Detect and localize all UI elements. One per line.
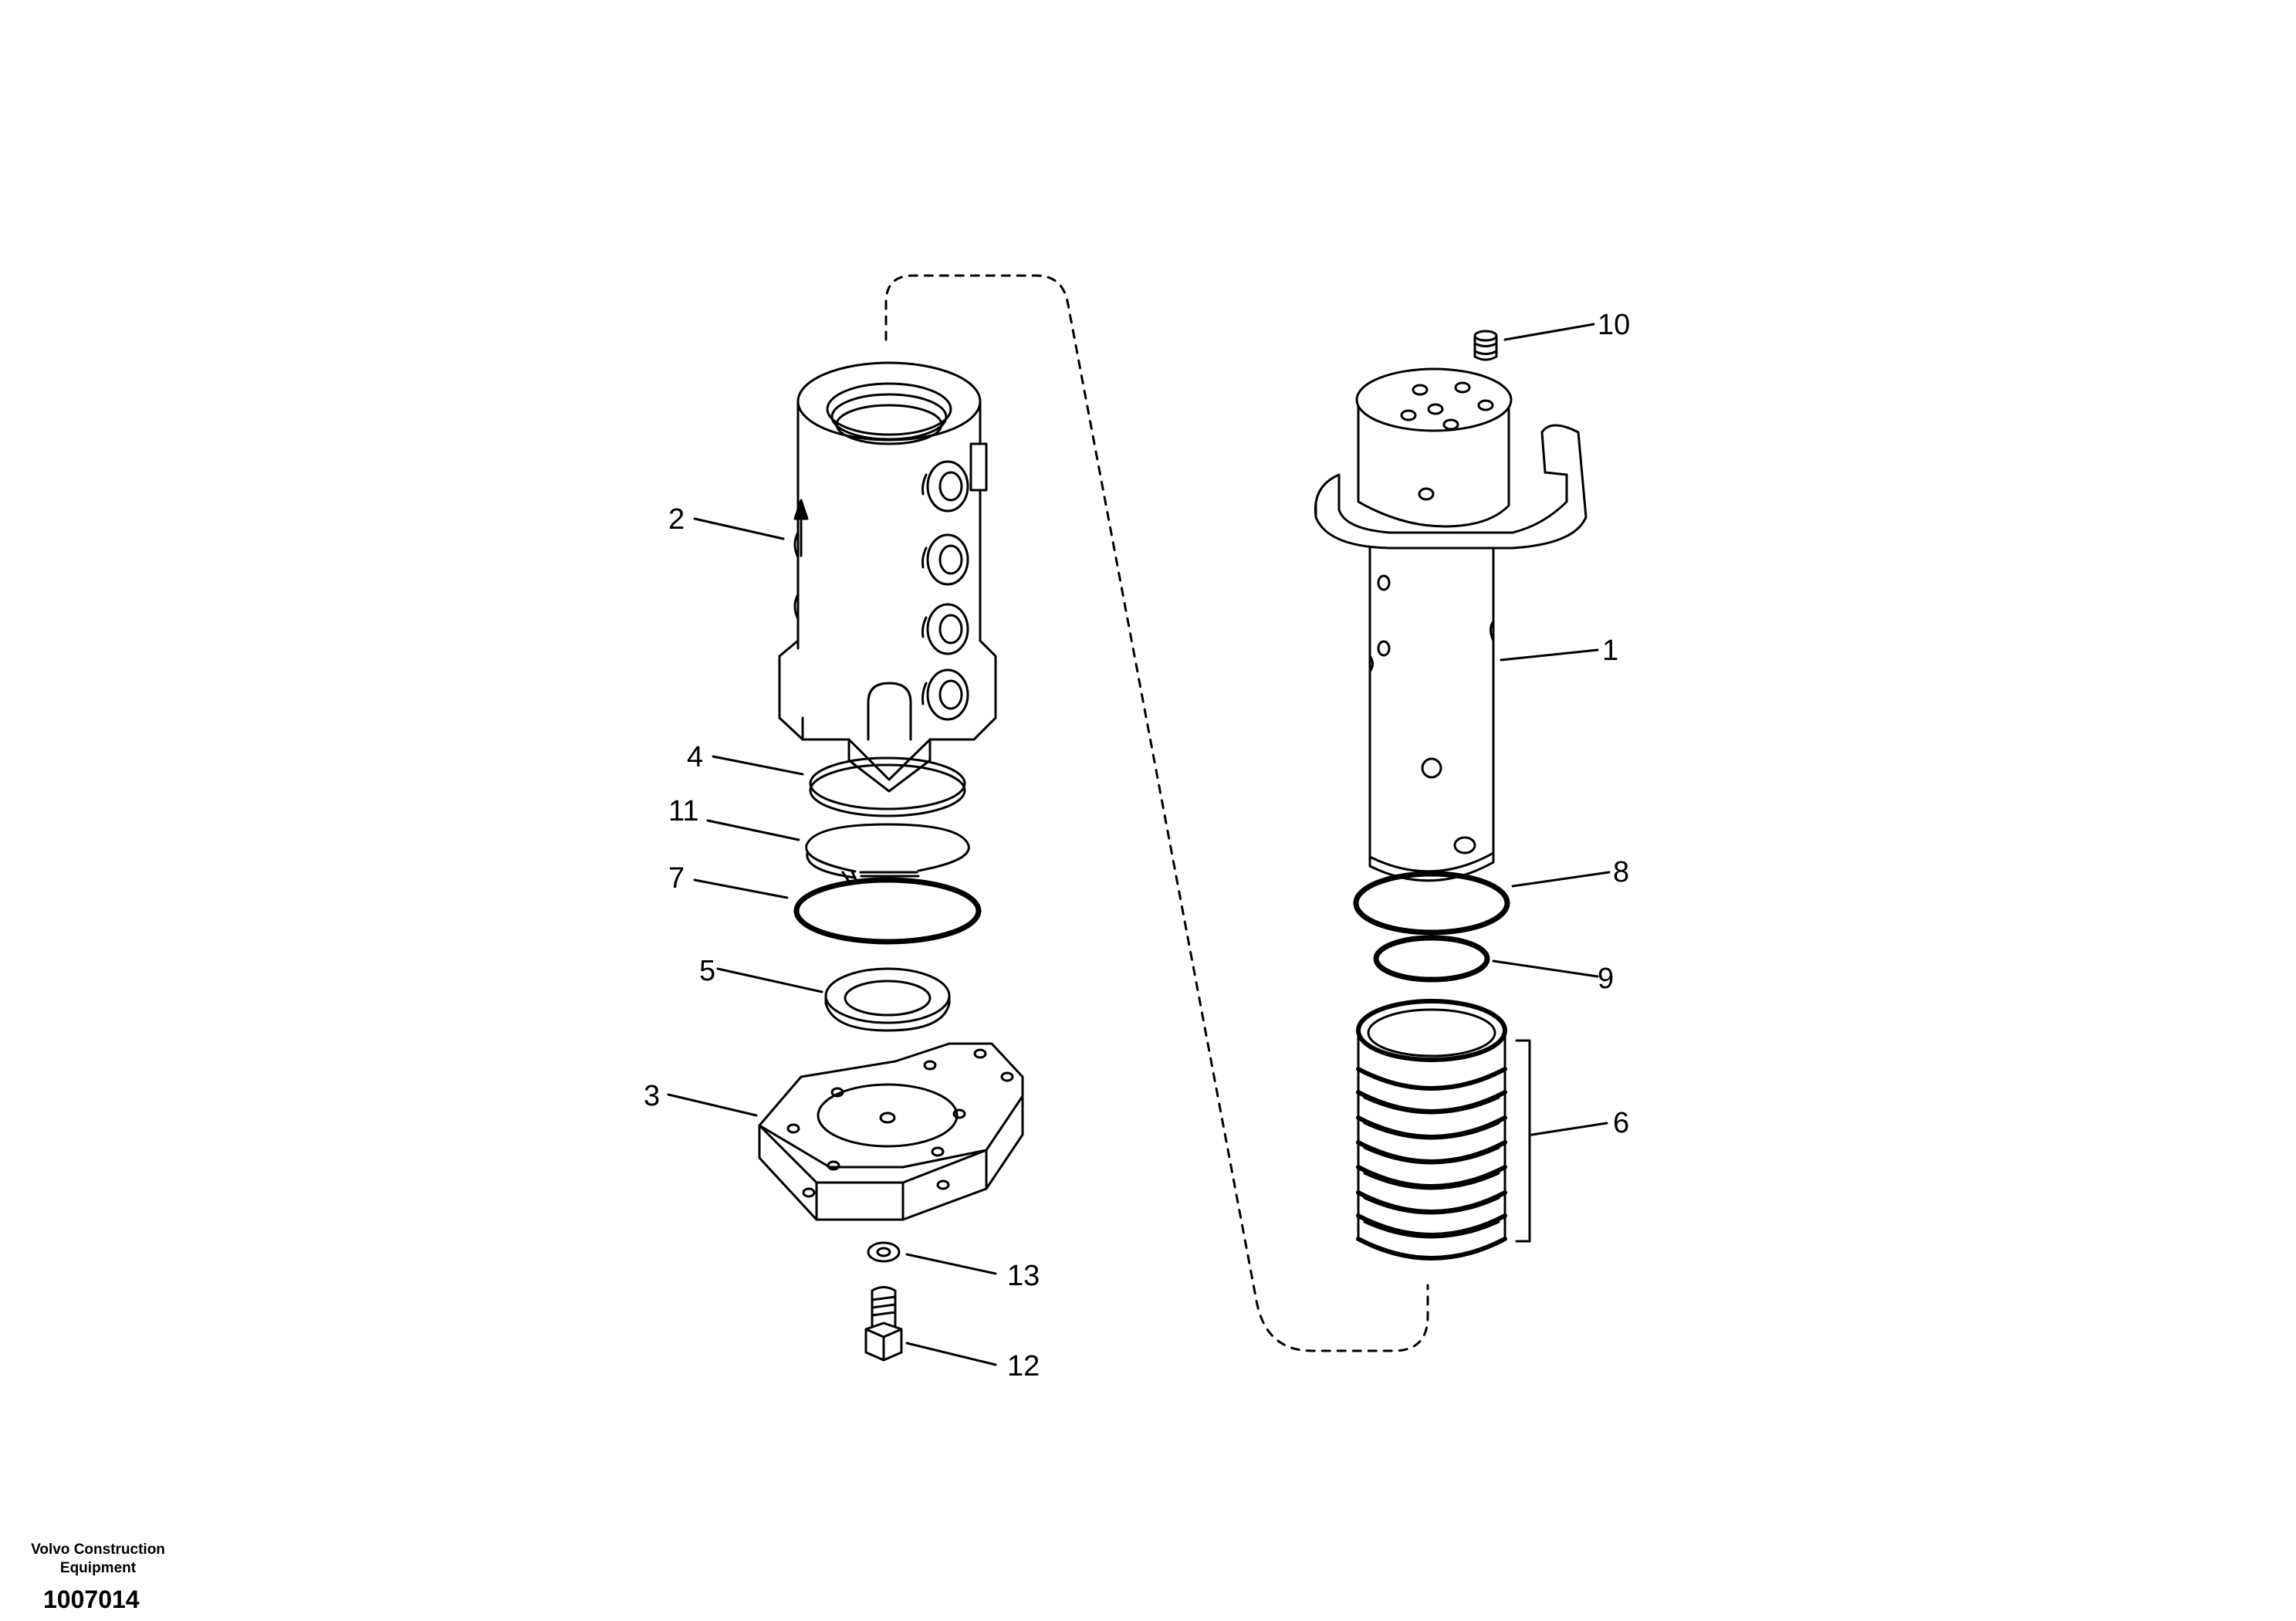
center-shaft-part-1 bbox=[1314, 367, 1588, 882]
part-label-12: 12 bbox=[1007, 1350, 1040, 1382]
washer-part-5 bbox=[824, 967, 951, 1032]
leader-2 bbox=[693, 517, 785, 540]
footer: Volvo Construction Equipment 1007014 bbox=[17, 1541, 179, 1614]
ring-part-9 bbox=[1373, 935, 1490, 983]
leader-11 bbox=[706, 819, 800, 841]
leader-1 bbox=[1500, 648, 1599, 662]
o-ring-part-7 bbox=[793, 877, 982, 945]
part-label-1: 1 bbox=[1602, 635, 1618, 667]
spring-washer-part-13 bbox=[867, 1241, 901, 1263]
part-label-3: 3 bbox=[644, 1080, 660, 1112]
part-label-9: 9 bbox=[1598, 963, 1614, 995]
document-number: 1007014 bbox=[43, 1585, 140, 1613]
retaining-ring-part-11 bbox=[805, 823, 970, 883]
leader-9 bbox=[1492, 959, 1599, 978]
part-label-13: 13 bbox=[1007, 1260, 1040, 1292]
leader-10 bbox=[1503, 323, 1595, 341]
part-label-7: 7 bbox=[668, 862, 685, 895]
set-screw-part-10 bbox=[1473, 330, 1498, 361]
part-label-5: 5 bbox=[699, 955, 715, 987]
seal-stack-part-6 bbox=[1356, 999, 1531, 1261]
leader-13 bbox=[905, 1253, 997, 1275]
part-label-4: 4 bbox=[687, 741, 703, 773]
cover-plate-part-3 bbox=[758, 1042, 1024, 1221]
part-label-6: 6 bbox=[1613, 1107, 1629, 1139]
part-number-labels: 1 2 3 4 5 6 7 8 9 10 11 12 13 bbox=[644, 309, 1630, 1382]
part-label-11: 11 bbox=[668, 795, 698, 827]
leader-3 bbox=[667, 1093, 758, 1117]
leader-6 bbox=[1530, 1122, 1608, 1136]
part-label-2: 2 bbox=[668, 503, 685, 536]
part-label-10: 10 bbox=[1598, 309, 1630, 341]
leader-8 bbox=[1511, 871, 1611, 888]
company-name-line1: Volvo Construction bbox=[31, 1541, 165, 1558]
part-label-8: 8 bbox=[1613, 856, 1629, 888]
swivel-housing bbox=[778, 361, 997, 793]
ring-part-8 bbox=[1353, 871, 1510, 936]
company-name-line2: Equipment bbox=[59, 1560, 137, 1576]
ring-part-4 bbox=[809, 756, 966, 817]
leader-4 bbox=[712, 755, 804, 776]
bolt-part-12 bbox=[864, 1286, 903, 1362]
leader-lines bbox=[667, 323, 1611, 1366]
leader-5 bbox=[716, 967, 823, 993]
assembly-path-line bbox=[884, 274, 1429, 1352]
leader-7 bbox=[693, 878, 789, 899]
leader-12 bbox=[905, 1342, 997, 1366]
